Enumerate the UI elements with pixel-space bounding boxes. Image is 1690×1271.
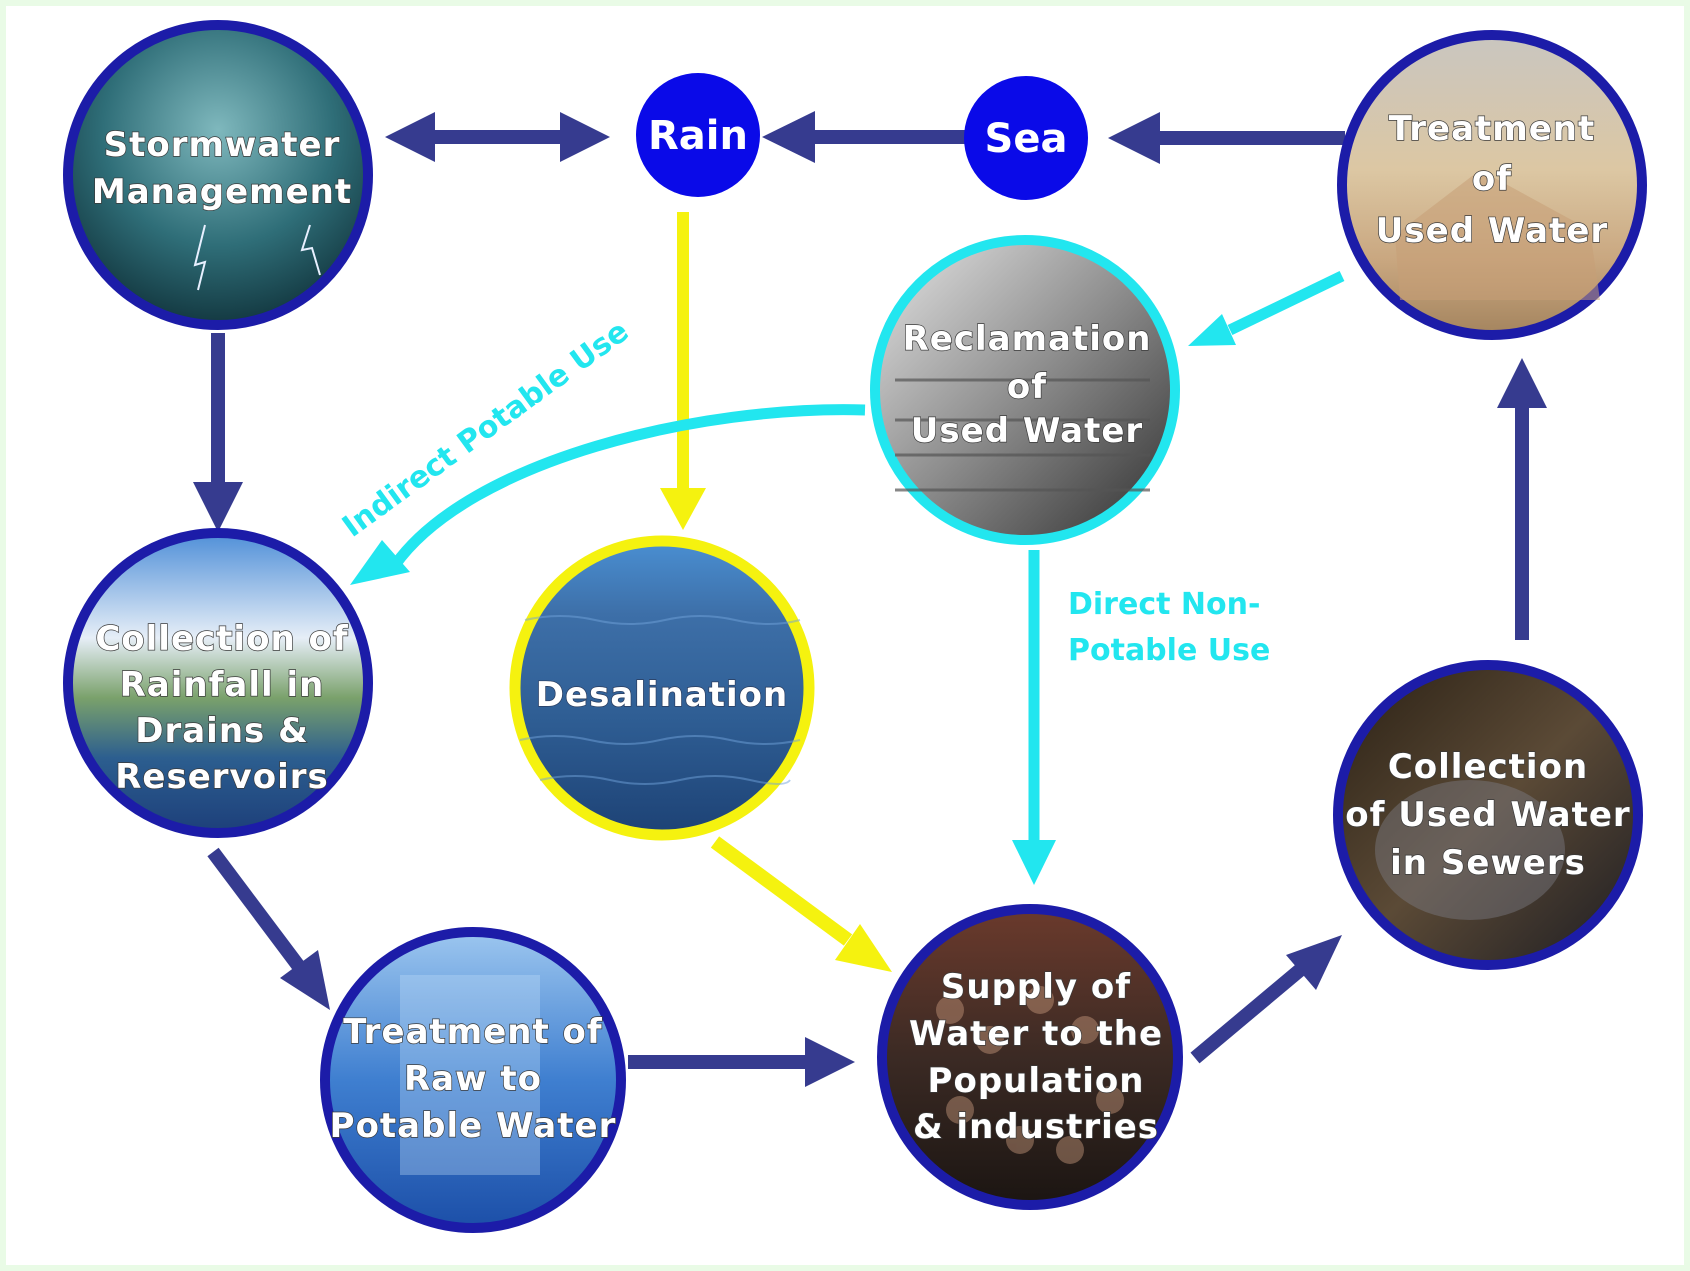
node-collection-rainfall: Collection of Rainfall in Drains & Reser… (63, 528, 373, 838)
arrow-stormwater-rain (385, 112, 610, 162)
node-stormwater: Stormwater Management (63, 20, 373, 330)
reclamation-label-2: of (1007, 367, 1047, 407)
treatment-used-label-3: Used Water (1376, 211, 1608, 251)
arrow-direct-nonpotable (1012, 550, 1056, 885)
arrow-stormwater-collection (193, 333, 243, 532)
rainfall-label-1: Collection of (95, 619, 348, 659)
arrow-treatment-sea (1108, 112, 1345, 164)
rain-label: Rain (648, 113, 748, 159)
reclamation-label-3: Used Water (911, 411, 1143, 451)
supply-label-2: Water to the (909, 1014, 1163, 1054)
node-desalination: Desalination (509, 535, 815, 841)
rain-circle (636, 73, 760, 197)
indirect-potable-use-label: Indirect Potable Use (336, 314, 635, 545)
node-supply: Supply of Water to the Population & indu… (877, 904, 1183, 1210)
node-collection-used-water: Collection of Used Water in Sewers (1333, 660, 1643, 970)
sewers-label-2: of Used Water (1345, 795, 1630, 835)
arrow-treatment-reclamation (1188, 271, 1345, 346)
arrow-sewers-treatment (1497, 358, 1547, 640)
sewer-tunnel-image (1333, 660, 1643, 970)
arrow-indirect-potable (350, 404, 866, 585)
sewers-label-3: in Sewers (1390, 843, 1586, 883)
membrane-pipes-image (870, 235, 1180, 545)
arrow-desalination-supply (710, 836, 892, 972)
desalination-label: Desalination (536, 675, 788, 715)
treatment-used-label-2: of (1472, 159, 1512, 199)
stormwater-label-2: Management (92, 172, 352, 212)
rainfall-label-4: Reservoirs (115, 757, 329, 797)
rainfall-label-3: Drains & (135, 711, 309, 751)
arrow-collection-treatraw (207, 847, 330, 1010)
water-glass-image (320, 927, 626, 1233)
node-treatment-used-water: Treatment of Used Water (1337, 30, 1647, 340)
treatraw-label-2: Raw to (404, 1059, 542, 1099)
arrow-rain-desalination (660, 212, 706, 530)
supply-label-4: & industries (913, 1107, 1159, 1147)
direct-non-potable-label-1: Direct Non- (1068, 587, 1260, 622)
node-sea: Sea (964, 76, 1088, 200)
treatraw-label-1: Treatment of (343, 1012, 603, 1052)
sea-circle (964, 76, 1088, 200)
node-reclamation: Reclamation of Used Water (870, 235, 1180, 545)
arrow-treatraw-supply (628, 1037, 855, 1087)
arrow-supply-sewers (1190, 935, 1342, 1064)
direct-non-potable-label-2: Potable Use (1068, 633, 1270, 668)
reclamation-label-1: Reclamation (903, 319, 1152, 359)
sea-water-image (509, 535, 815, 841)
node-rain: Rain (636, 73, 760, 197)
treatraw-label-3: Potable Water (330, 1106, 617, 1146)
sewers-label-1: Collection (1388, 747, 1588, 787)
rainfall-label-2: Rainfall in (120, 665, 325, 705)
node-treatment-raw: Treatment of Raw to Potable Water (320, 927, 626, 1233)
reservoir-image (63, 528, 373, 838)
supply-label-3: Population (928, 1061, 1145, 1101)
arrow-sea-rain (762, 111, 970, 163)
treatment-used-label-1: Treatment (1389, 109, 1595, 149)
stormwater-label-1: Stormwater (104, 125, 341, 165)
supply-label-1: Supply of (941, 967, 1131, 1007)
sea-label: Sea (985, 116, 1068, 162)
crowd-image (877, 904, 1183, 1210)
storm-cloud-image (63, 20, 373, 330)
